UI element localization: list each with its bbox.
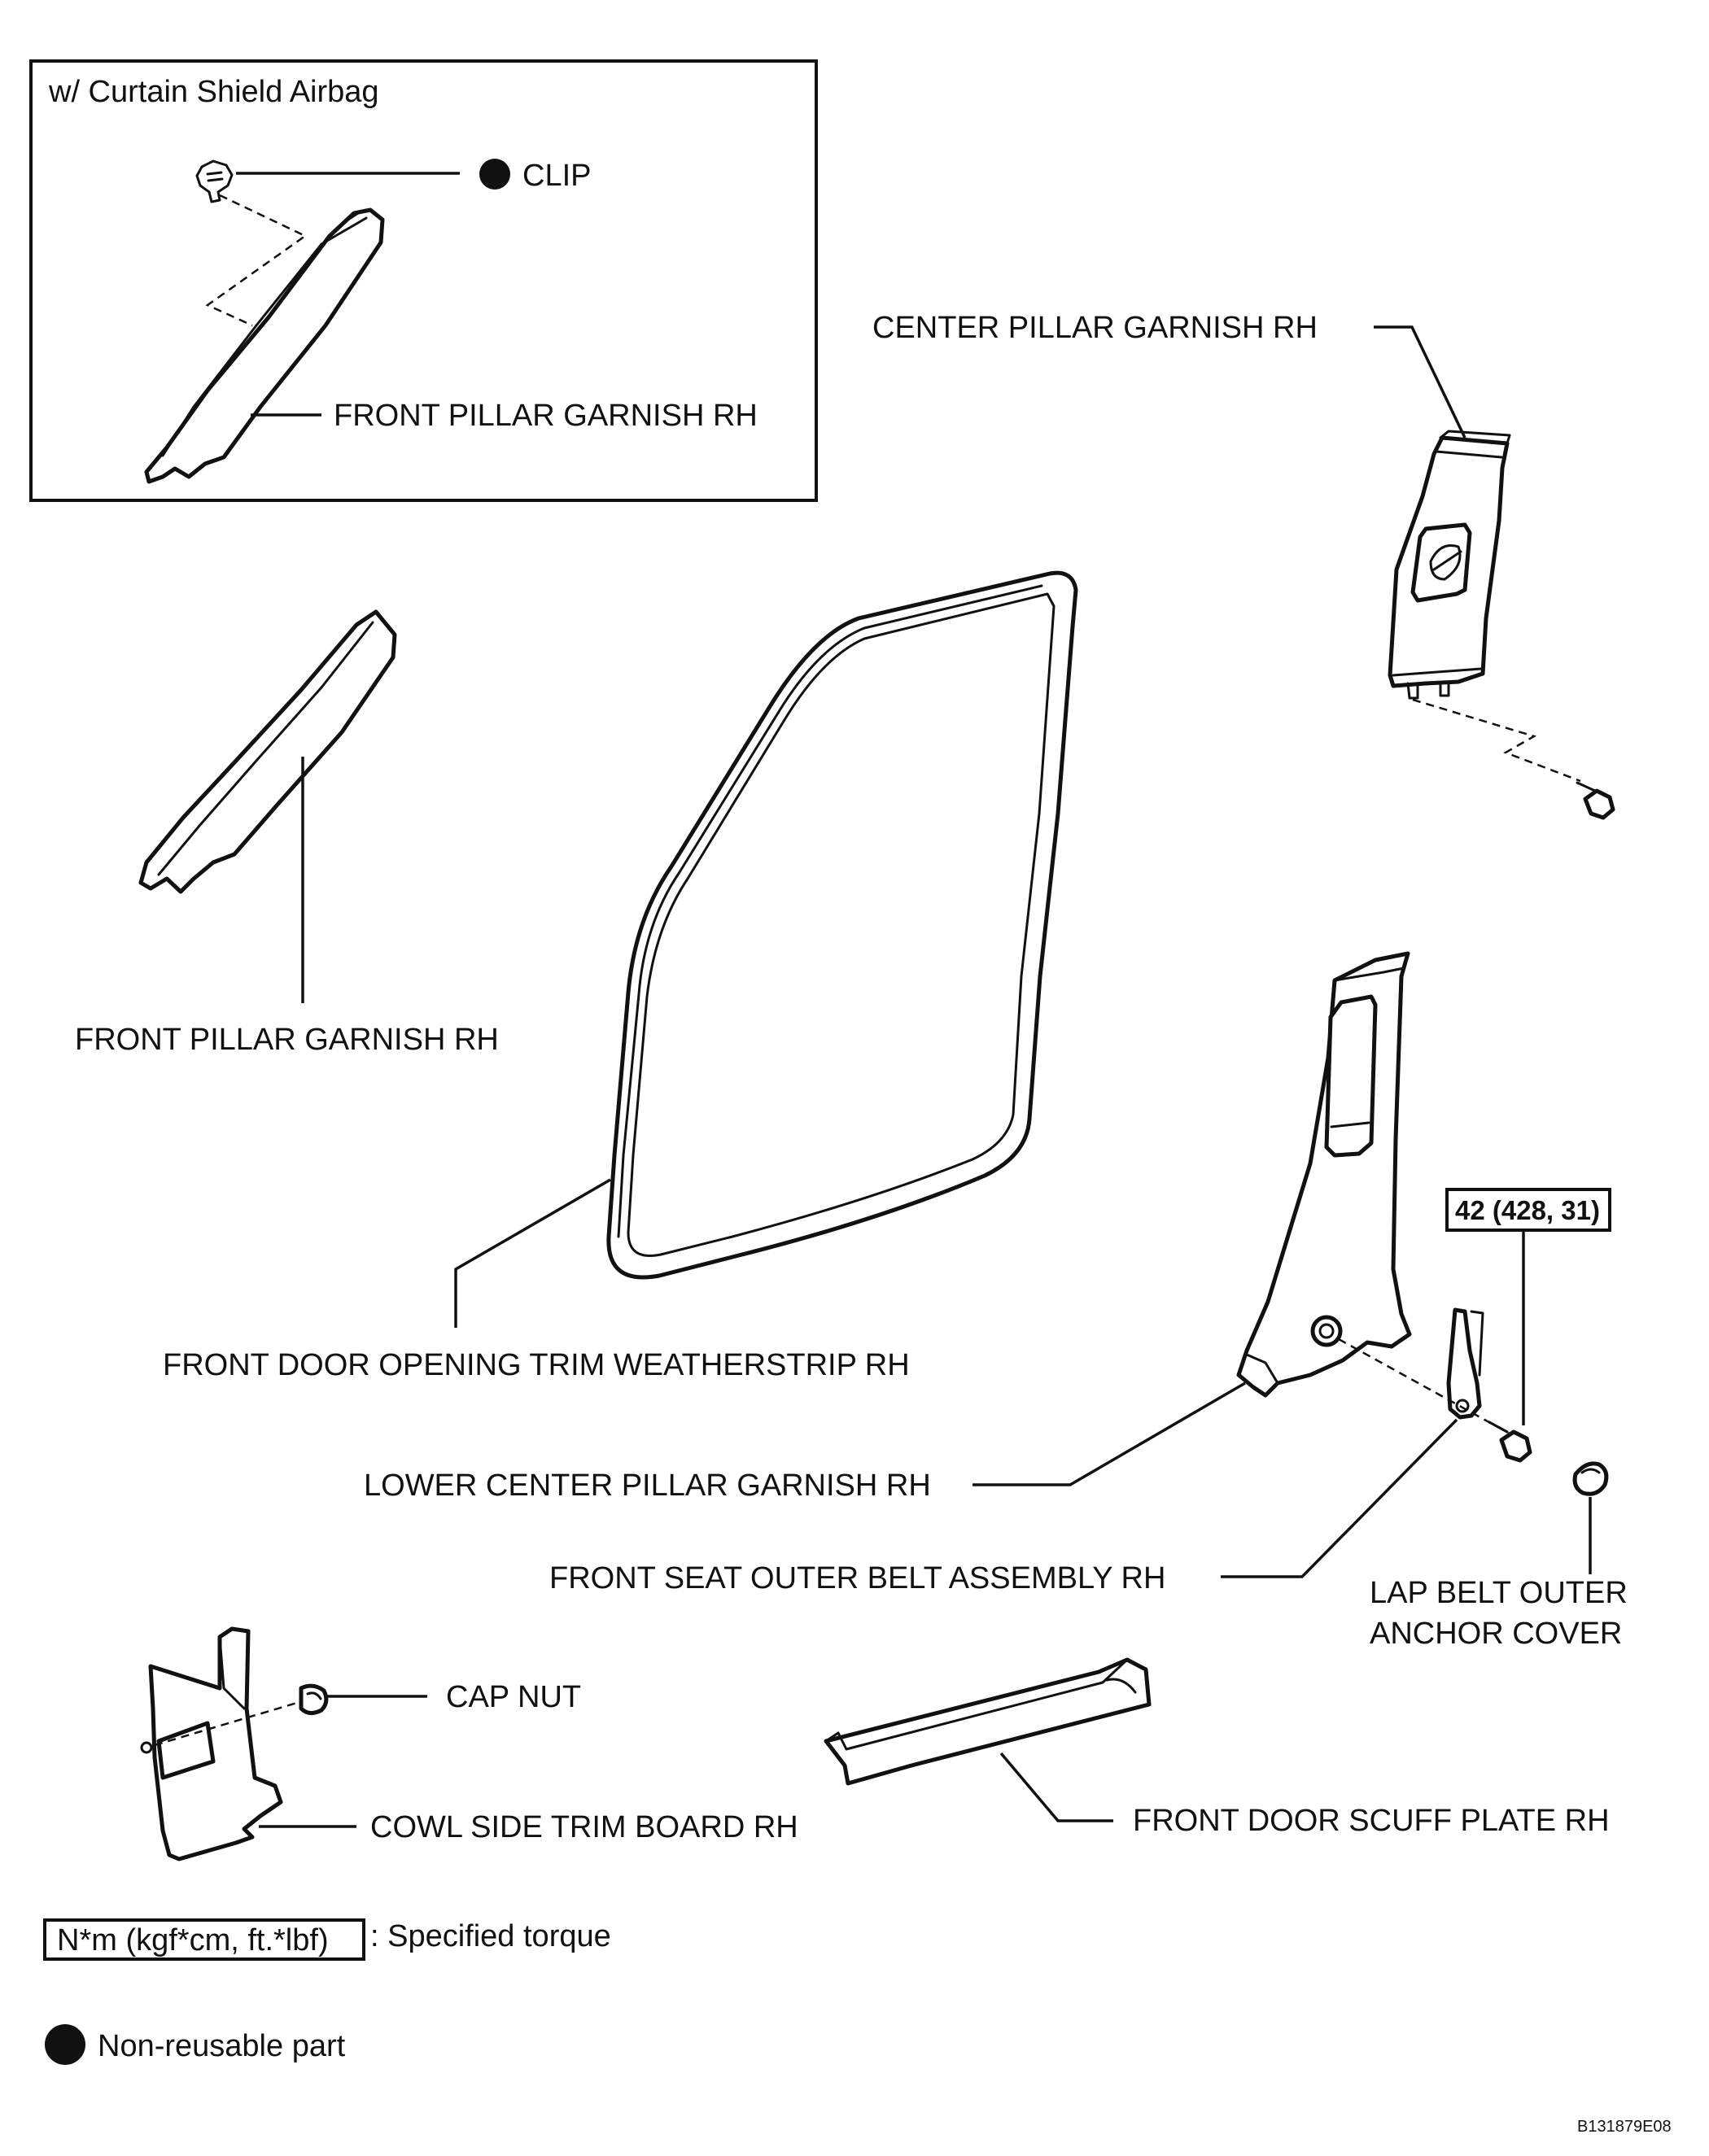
cowl-side-trim-label: COWL SIDE TRIM BOARD RH [370,1810,798,1844]
torque-legend-units: N*m (kgf*cm, ft.*lbf) [57,1923,329,1957]
cap-nut-part [299,1683,329,1715]
front-pillar-label: FRONT PILLAR GARNISH RH [75,1023,499,1057]
scuff-plate-label: FRONT DOOR SCUFF PLATE RH [1133,1804,1610,1838]
center-pillar-bolt [1576,781,1615,820]
inset-frame [29,59,818,502]
clip-dashed-path [205,194,308,327]
cap-nut-label: CAP NUT [446,1680,581,1714]
cap-nut-dashed-path [154,1699,306,1747]
lower-center-pillar-garnish [1236,951,1412,1398]
door-opening-weatherstrip [606,570,1078,1280]
lower-pillar-leader [973,1381,1246,1486]
lap-belt-anchor-cover [1572,1461,1609,1496]
weatherstrip-label: FRONT DOOR OPENING TRIM WEATHERSTRIP RH [163,1348,910,1382]
belt-slot [1324,994,1378,1158]
inset-title: w/ Curtain Shield Airbag [48,75,379,109]
curtain-airbag-inset: w/ Curtain Shield Airbag CLIP FRONT PILL… [29,59,818,502]
torque-spec-box [1445,1188,1611,1232]
inset-front-pillar-garnish [144,207,385,484]
seatbelt-slot [1410,522,1472,603]
non-reusable-legend-icon [45,2024,85,2065]
figure-code: B131879E08 [1577,2118,1672,2136]
center-pillar-dashed-path [1412,698,1581,783]
weatherstrip-leader [454,1178,611,1328]
belt-leader [1221,1418,1458,1578]
cowl-panel-recess [156,1721,216,1780]
non-reusable-legend-text: Non-reusable part [98,2029,346,2063]
lower-center-pillar-label: LOWER CENTER PILLAR GARNISH RH [364,1469,931,1503]
center-pillar-garnish [1388,430,1511,700]
torque-legend-box [43,1918,365,1961]
lap-belt-cover-label-1: LAP BELT OUTER [1370,1576,1628,1610]
scuff-plate-leader [999,1752,1113,1822]
torque-legend-text: : Specified torque [370,1919,611,1953]
belt-anchor-bolt [1488,1421,1532,1463]
torque-spec-value: 42 (428, 31) [1455,1195,1600,1225]
clip-part [195,159,234,203]
front-seat-outer-belt [1446,1307,1484,1420]
center-pillar-leader [1374,325,1466,439]
anchor-hole [1310,1315,1343,1347]
lap-belt-cover-label-2: ANCHOR COVER [1370,1617,1622,1651]
front-door-scuff-plate [824,1657,1152,1786]
belt-dashed-path [1338,1338,1510,1435]
center-pillar-label: CENTER PILLAR GARNISH RH [872,311,1318,345]
inset-front-pillar-label: FRONT PILLAR GARNISH RH [334,399,758,433]
legend: N*m (kgf*cm, ft.*lbf) : Specified torque… [43,1918,611,2065]
cowl-side-trim-board [140,1626,283,1861]
front-pillar-garnish [138,609,397,894]
non-reusable-mark-icon [479,159,510,190]
clip-label: CLIP [522,159,591,193]
belt-assembly-label: FRONT SEAT OUTER BELT ASSEMBLY RH [549,1561,1165,1595]
